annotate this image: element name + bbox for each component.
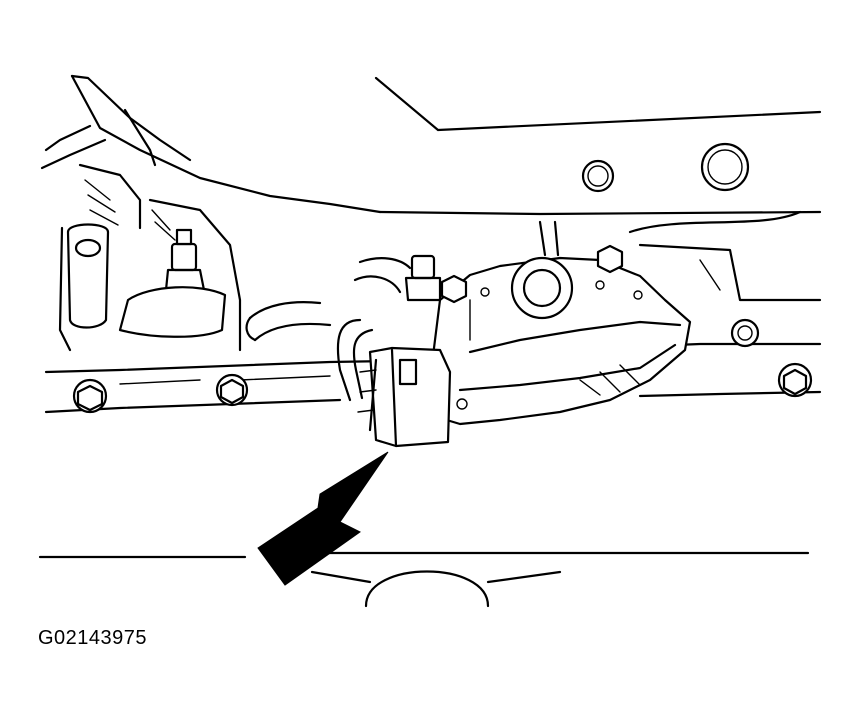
rail-bolt-3 [730,318,760,348]
hose [245,301,332,342]
rail-bolt-4 [777,362,813,398]
left-housing [58,163,242,352]
upper-body-panel [40,74,822,216]
callout-arrow [257,451,389,586]
left-sensor-plug [164,228,206,292]
lower-panel [38,551,810,608]
center-sensor [353,254,442,302]
wiring-loop [336,318,374,402]
right-case [538,210,822,302]
figure-id-label: G02143975 [38,627,148,649]
hex-nut-top [596,244,624,274]
connector [357,346,452,448]
rail-bolt-1 [72,378,108,414]
small-studs [456,280,643,410]
frame-hole-small [581,159,615,193]
hex-nut-left [440,274,468,304]
frame-hole-large [700,142,750,192]
shaft-boss [510,256,574,320]
rail-bolt-2 [215,373,249,407]
rubber-boot [118,286,227,338]
